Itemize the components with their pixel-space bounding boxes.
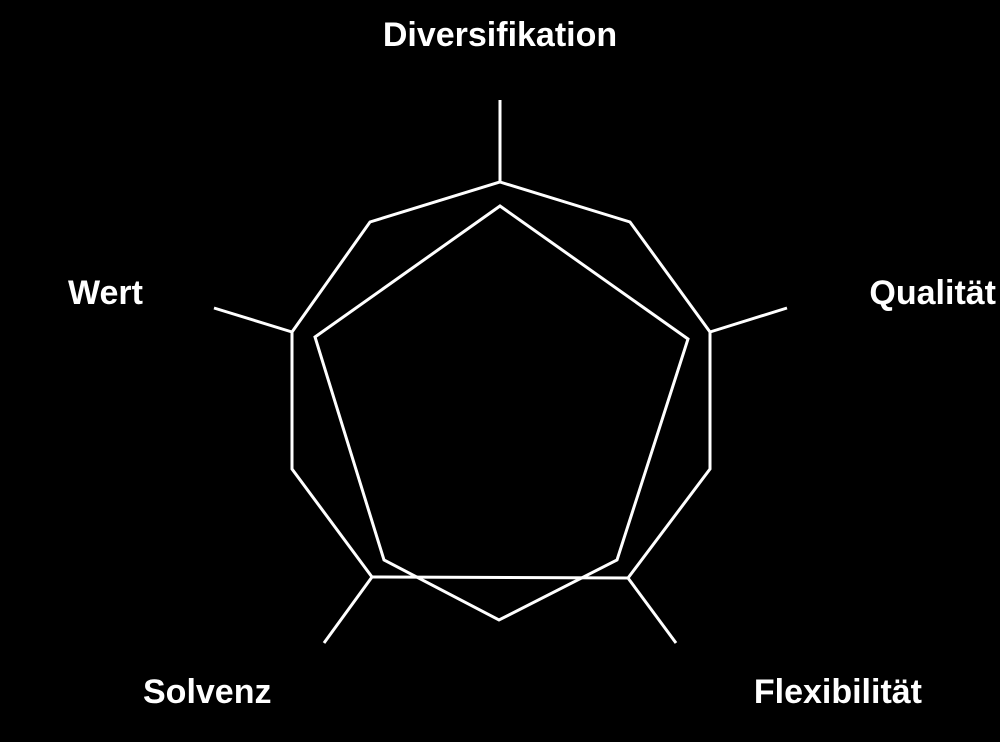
axis-label-diversifikation: Diversifikation	[382, 16, 618, 54]
axis-label-qualitaet: Qualität	[869, 274, 996, 312]
qualitaet-spoke	[709, 306, 788, 334]
radar-grid-polygon	[290, 180, 712, 580]
solvenz-spoke	[322, 576, 374, 644]
radar-data-polygon	[313, 204, 690, 622]
flexibilitaet-spoke	[626, 577, 678, 644]
axis-spokes-group	[213, 100, 788, 644]
axis-label-wert: Wert	[68, 274, 143, 312]
axis-label-solvenz: Solvenz	[143, 673, 272, 711]
wert-spoke	[213, 306, 293, 334]
axis-label-flexibilitaet: Flexibilität	[753, 673, 922, 711]
